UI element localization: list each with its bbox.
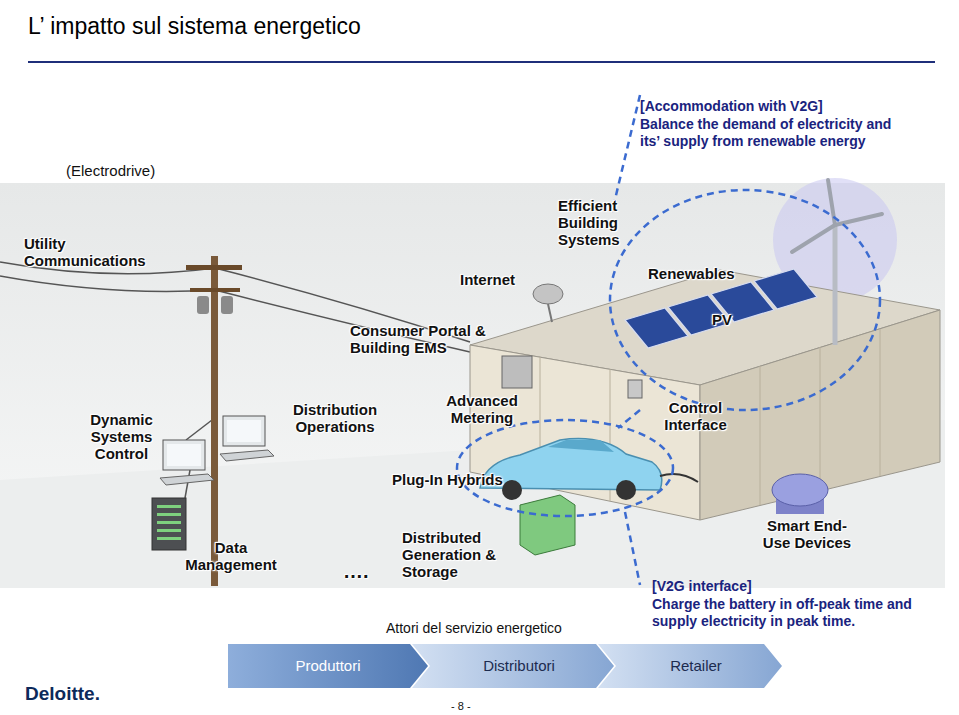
car-window: [548, 440, 614, 452]
slide-title: L’ impatto sul sistema energetico: [28, 14, 361, 40]
callout-heading: [Accommodation with V2G]: [640, 98, 823, 115]
part-label: Control Interface: [648, 400, 743, 434]
chevron-label: Distributori: [412, 644, 614, 688]
storage-unit: [520, 495, 575, 555]
part-label: Plug-In Hybrids: [392, 472, 503, 489]
keyboard: [220, 450, 274, 461]
transformer: [197, 296, 209, 314]
part-label: Data Management: [176, 540, 286, 574]
wheel: [616, 480, 636, 500]
chevron-label: Produttori: [228, 644, 428, 688]
band-heading: Attori del servizio energetico: [386, 621, 562, 637]
building-wall: [700, 310, 940, 520]
callout-text: Charge the battery in off-peak time and …: [652, 596, 936, 630]
server-rack: [152, 498, 186, 550]
monitor: [163, 440, 205, 470]
chevron-arrow: Retailer: [598, 644, 782, 688]
callout-heading: [V2G interface]: [652, 578, 752, 595]
chevron-fill: [228, 644, 428, 688]
charging-cable: [660, 474, 698, 482]
pole-crossbar: [186, 265, 242, 270]
part-label: Utility Communications: [24, 236, 156, 270]
part-label: Renewables: [648, 266, 735, 283]
chevron-fill: [598, 644, 782, 688]
chevron-fill: [412, 644, 614, 688]
monitor: [223, 416, 265, 446]
meter: [628, 380, 642, 398]
dish-mount: [548, 304, 552, 322]
transformer: [221, 296, 233, 314]
power-lines: [0, 262, 470, 498]
part-label: Distribution Operations: [272, 402, 398, 436]
v2g-highlight: [457, 95, 880, 585]
part-label: Advanced Metering: [428, 393, 536, 427]
utility-pole: [211, 256, 218, 586]
screen: [167, 444, 201, 466]
server-leds: [157, 505, 181, 540]
pole-crossbar: [190, 288, 240, 292]
title-rule: [28, 61, 935, 63]
part-label: Internet: [460, 272, 515, 289]
satellite-dish: [533, 284, 563, 304]
part-label: Smart End-Use Devices: [758, 518, 856, 552]
part-label: Efficient Building Systems: [558, 198, 658, 248]
part-label: Distributed Generation & Storage: [402, 530, 497, 580]
chevron-arrow: Distributori: [412, 644, 614, 688]
consumer-portal: [502, 356, 532, 388]
company-logo: Deloitte.: [25, 683, 100, 704]
chevron-arrow: Produttori: [228, 644, 428, 688]
ellipsis-mark: ….: [343, 560, 369, 582]
callout-text: Balance the demand of electricity and it…: [640, 116, 912, 150]
turbine-tower: [833, 225, 838, 345]
screen: [227, 420, 261, 442]
wheel: [502, 480, 522, 500]
subtitle: (Electrodrive): [66, 163, 155, 180]
smart-device: [772, 474, 828, 506]
scene-ground: [0, 183, 945, 588]
part-label: Dynamic Systems Control: [74, 412, 169, 462]
part-label: PV: [712, 312, 732, 329]
chevron-label: Retailer: [598, 644, 782, 688]
keyboard: [160, 474, 214, 485]
page-number: - 8 -: [451, 700, 471, 712]
turbine-blades: [792, 180, 882, 252]
part-label: Consumer Portal & Building EMS: [350, 323, 490, 357]
